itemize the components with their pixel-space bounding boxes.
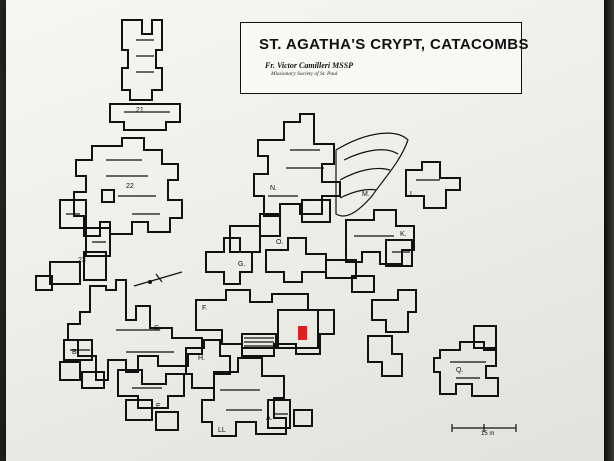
scale-bar xyxy=(451,424,517,432)
plan-cluster-right: L. K. xyxy=(325,161,461,377)
label-q: Q. xyxy=(456,367,463,374)
plan-cluster-left-upper: 22 23 xyxy=(35,137,183,291)
label-l: L. xyxy=(410,191,416,198)
label-23: 23 xyxy=(78,257,86,264)
label-b: B. xyxy=(72,349,79,356)
title-box: ST. AGATHA'S CRYPT, CATACOMBS Fr. Victor… xyxy=(240,22,528,94)
label-21: 21 xyxy=(136,107,144,114)
north-arrow xyxy=(133,271,183,287)
plan-cluster-top: 21 xyxy=(109,19,181,131)
label-o: O. xyxy=(276,239,283,246)
plan-cluster-left-lower: C. B. E. H. xyxy=(59,279,231,431)
label-a: A. xyxy=(266,415,273,422)
sign-author: Fr. Victor Camilleri MSSP xyxy=(265,61,354,70)
you-are-here-marker xyxy=(298,326,307,340)
catacomb-floor-plan: 21 22 23 C. B. E. xyxy=(35,19,517,437)
plan-cluster-center: F. G. xyxy=(195,237,335,357)
label-22: 22 xyxy=(126,183,134,190)
label-c: C. xyxy=(154,325,161,332)
label-ll: LL xyxy=(218,427,226,434)
plan-cluster-bottom: A. LL xyxy=(201,357,313,437)
plan-cluster-far-right: Q. xyxy=(433,325,499,397)
sign-author-affiliation: Missionary Society of St. Paul xyxy=(271,71,338,77)
label-n: N. xyxy=(270,185,277,192)
sign-title: ST. AGATHA'S CRYPT, CATACOMBS xyxy=(259,36,529,53)
label-k: K. xyxy=(400,231,407,238)
plan-cluster-upper-middle: N. O. xyxy=(229,113,341,253)
scale-label: 15 m xyxy=(481,431,495,437)
label-f: F. xyxy=(202,305,208,312)
catacomb-plan-board: 21 22 23 C. B. E. xyxy=(6,0,604,461)
label-m: M. xyxy=(362,191,370,198)
plan-cluster-right-hill: M. xyxy=(335,132,409,217)
label-e: E. xyxy=(156,403,163,410)
label-h: H. xyxy=(198,355,205,362)
label-g: G. xyxy=(238,261,245,268)
board-edge-shadow xyxy=(604,0,614,461)
